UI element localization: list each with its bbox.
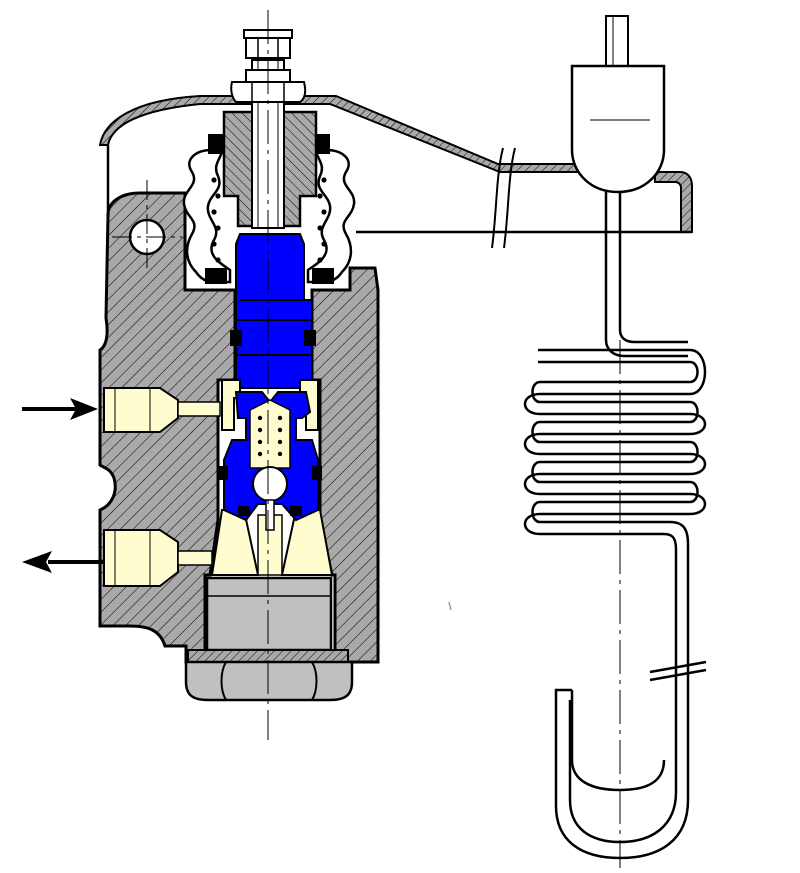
valve-piston [230, 233, 316, 389]
return-spring-dots [211, 177, 327, 263]
valve-spring-dots [257, 415, 283, 457]
tension-spring [523, 192, 707, 860]
outlet-fitting [103, 529, 213, 587]
arrow-right-icon [22, 398, 98, 420]
inlet-fitting [103, 387, 221, 433]
stray-mark [448, 601, 452, 611]
push-pin [265, 499, 275, 531]
rubber-boot [182, 134, 356, 284]
arrow-left-icon [22, 551, 104, 573]
linkage-clamp [570, 15, 666, 194]
bottom-plug [184, 576, 354, 702]
check-ball [252, 466, 288, 502]
